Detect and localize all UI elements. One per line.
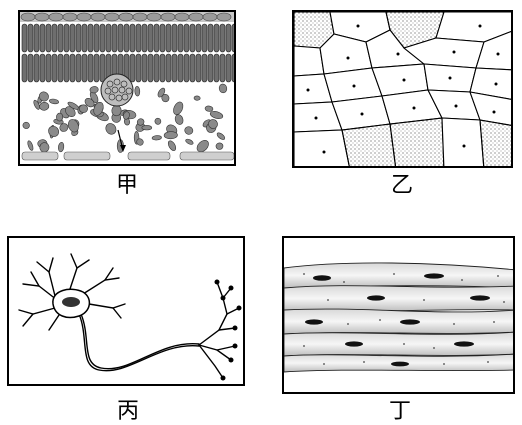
neuron-panel [7,236,245,386]
panel-label-bing: 丙 [116,399,139,424]
panel-label-ding: 丁 [388,399,411,424]
muscle-cells-panel [282,236,515,394]
epidermal-cells-illustration [294,12,511,166]
muscle-cells-illustration [284,262,513,373]
panel-label-jia: 甲 [115,173,138,198]
leaf-section-panel [18,10,236,166]
leaf-section-illustration [20,12,234,161]
panel-label-yi: 乙 [390,173,413,198]
epidermal-cells-panel [292,10,513,168]
neuron-illustration [18,253,242,381]
